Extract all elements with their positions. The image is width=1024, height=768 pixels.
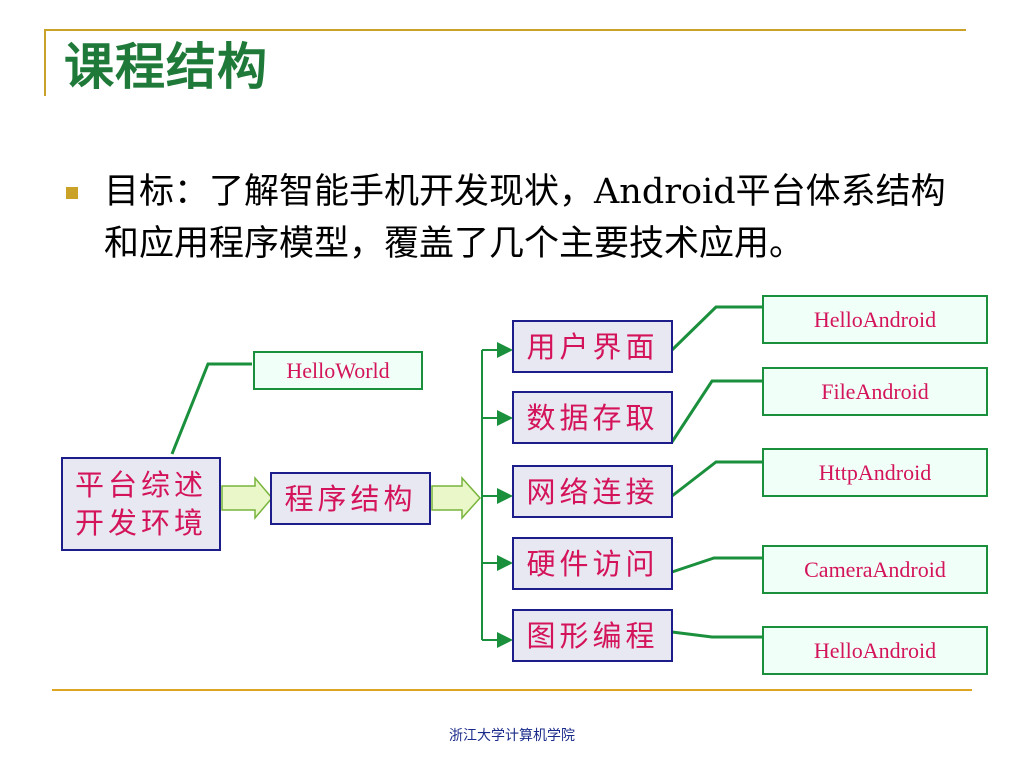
bullet-text: 目标：了解智能手机开发现状，Android平台体系结构和应用程序模型，覆盖了几个… xyxy=(104,172,946,264)
title-side-rule xyxy=(44,30,46,96)
platform-overview-line1: 平台综述 xyxy=(74,468,207,502)
module-network-box: 网络连接 xyxy=(512,465,673,518)
footer-text: 浙江大学计算机学院 xyxy=(449,728,575,744)
example-box-4: CameraAndroid xyxy=(762,545,988,594)
module-hardware-box: 硬件访问 xyxy=(512,537,673,590)
helloworld-box: HelloWorld xyxy=(253,351,423,390)
example-box-3: HttpAndroid xyxy=(762,448,988,497)
connector-example-2 xyxy=(670,379,762,443)
title-top-rule xyxy=(44,29,966,31)
connector-helloworld xyxy=(170,362,252,455)
example-box-1: HelloAndroid xyxy=(762,295,988,344)
platform-overview-box: 平台综述 开发环境 xyxy=(61,457,221,551)
example-box-5: HelloAndroid xyxy=(762,626,988,675)
block-arrow-2 xyxy=(431,476,482,520)
module-graphics-box: 图形编程 xyxy=(512,609,673,662)
connector-example-3 xyxy=(671,460,762,498)
footer-rule xyxy=(52,689,972,691)
platform-overview-line2: 开发环境 xyxy=(74,506,207,540)
example-box-2: FileAndroid xyxy=(762,367,988,416)
bullet-square-icon xyxy=(66,187,78,199)
module-data-box: 数据存取 xyxy=(512,391,673,444)
connector-example-5 xyxy=(671,630,762,639)
connector-example-4 xyxy=(671,556,762,574)
connector-example-1 xyxy=(670,305,762,352)
slide-title: 课程结构 xyxy=(64,38,268,96)
module-ui-box: 用户界面 xyxy=(512,320,673,373)
block-arrow-1 xyxy=(221,475,273,521)
program-structure-box: 程序结构 xyxy=(270,472,431,525)
